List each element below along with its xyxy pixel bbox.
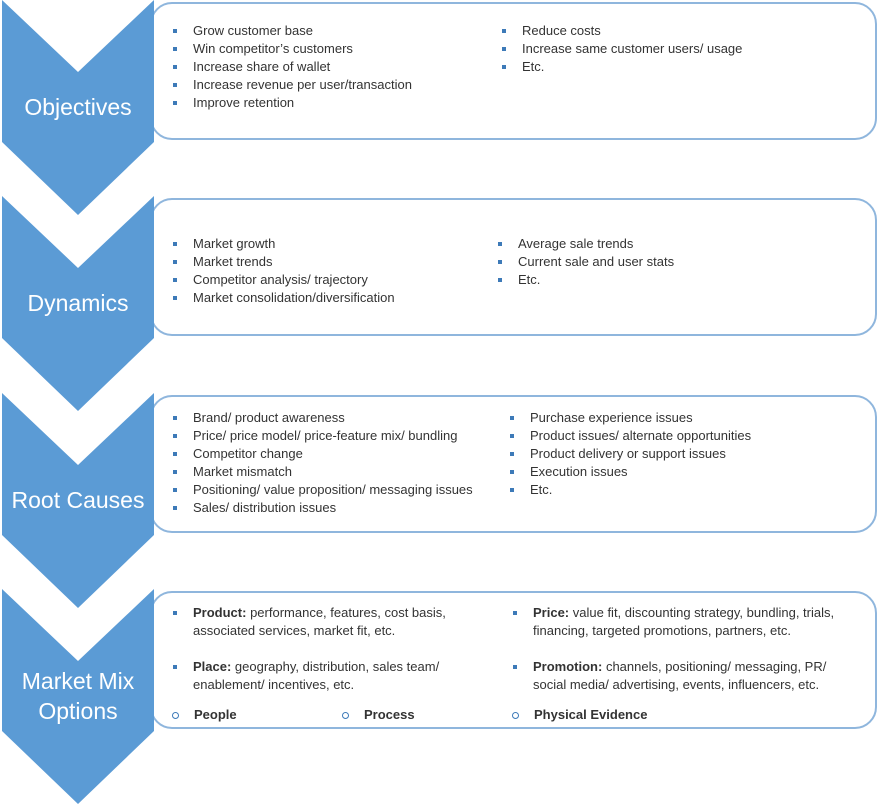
place-term: Place: bbox=[193, 659, 232, 674]
list-item: Market trends bbox=[171, 253, 395, 271]
place-line1: geography, distribution, sales team/ bbox=[231, 659, 440, 674]
list-item: Etc. bbox=[500, 58, 742, 76]
product-term: Product: bbox=[193, 605, 247, 620]
price-item: Price: value fit, discounting strategy, … bbox=[511, 604, 871, 640]
promotion-term: Promotion: bbox=[533, 659, 603, 674]
promotion-item: Promotion: channels, positioning/ messag… bbox=[511, 658, 871, 694]
objectives-chevron bbox=[2, 0, 154, 215]
list-item: Product issues/ alternate opportunities bbox=[508, 427, 751, 445]
list-item: Etc. bbox=[496, 271, 674, 289]
list-item: Product delivery or support issues bbox=[508, 445, 751, 463]
bullet-icon bbox=[513, 665, 517, 669]
dynamics-chevron bbox=[2, 196, 154, 411]
bullet-icon bbox=[173, 611, 177, 615]
root-causes-list-left: Brand/ product awareness Price/ price mo… bbox=[171, 409, 473, 517]
market-mix-label: Market Mix Options bbox=[2, 666, 154, 726]
physical-evidence-label: Physical Evidence bbox=[534, 707, 648, 722]
product-line2: associated services, market fit, etc. bbox=[193, 623, 396, 638]
circle-bullet-icon bbox=[512, 712, 519, 719]
root-causes-list-right: Purchase experience issues Product issue… bbox=[508, 409, 751, 499]
objectives-box bbox=[150, 2, 877, 140]
list-item: Brand/ product awareness bbox=[171, 409, 473, 427]
circle-bullet-icon bbox=[172, 712, 179, 719]
bullet-icon bbox=[513, 611, 517, 615]
price-line1: value fit, discounting strategy, bundlin… bbox=[569, 605, 835, 620]
list-item: Etc. bbox=[508, 481, 751, 499]
market-mix-label-line2: Options bbox=[38, 698, 118, 724]
product-item: Product: performance, features, cost bas… bbox=[171, 604, 491, 640]
bullet-icon bbox=[173, 665, 177, 669]
physical-evidence-item: Physical Evidence bbox=[512, 706, 647, 724]
list-item: Reduce costs bbox=[500, 22, 742, 40]
list-item: Win competitor’s customers bbox=[171, 40, 412, 58]
product-line1: performance, features, cost basis, bbox=[246, 605, 446, 620]
list-item: Increase same customer users/ usage bbox=[500, 40, 742, 58]
objectives-list-right: Reduce costs Increase same customer user… bbox=[500, 22, 742, 76]
market-mix-chevron bbox=[2, 589, 154, 804]
price-term: Price: bbox=[533, 605, 570, 620]
list-item: Average sale trends bbox=[496, 235, 674, 253]
list-item: Market growth bbox=[171, 235, 395, 253]
objectives-label: Objectives bbox=[24, 94, 132, 120]
list-item: Improve retention bbox=[171, 94, 412, 112]
list-item: Market consolidation/diversification bbox=[171, 289, 395, 307]
root-causes-chevron bbox=[2, 393, 154, 608]
price-line2: financing, targeted promotions, partners… bbox=[533, 623, 791, 638]
list-item: Competitor analysis/ trajectory bbox=[171, 271, 395, 289]
promotion-line2: social media/ advertising, events, influ… bbox=[533, 677, 820, 692]
list-item: Current sale and user stats bbox=[496, 253, 674, 271]
dynamics-box bbox=[150, 198, 877, 336]
list-item: Market mismatch bbox=[171, 463, 473, 481]
list-item: Price/ price model/ price-feature mix/ b… bbox=[171, 427, 473, 445]
dynamics-list-left: Market growth Market trends Competitor a… bbox=[171, 235, 395, 307]
dynamics-label: Dynamics bbox=[27, 290, 129, 316]
place-item: Place: geography, distribution, sales te… bbox=[171, 658, 491, 694]
list-item: Increase share of wallet bbox=[171, 58, 412, 76]
dynamics-list-right: Average sale trends Current sale and use… bbox=[496, 235, 674, 289]
list-item: Purchase experience issues bbox=[508, 409, 751, 427]
place-line2: enablement/ incentives, etc. bbox=[193, 677, 355, 692]
circle-bullet-icon bbox=[342, 712, 349, 719]
process-item: Process bbox=[342, 706, 415, 724]
root-causes-label: Root Causes bbox=[11, 487, 145, 513]
people-item: People bbox=[172, 706, 237, 724]
list-item: Execution issues bbox=[508, 463, 751, 481]
objectives-list-left: Grow customer base Win competitor’s cust… bbox=[171, 22, 412, 112]
list-item: Positioning/ value proposition/ messagin… bbox=[171, 481, 473, 499]
promotion-line1: channels, positioning/ messaging, PR/ bbox=[602, 659, 827, 674]
market-mix-label-line1: Market Mix bbox=[21, 668, 135, 694]
list-item: Grow customer base bbox=[171, 22, 412, 40]
list-item: Increase revenue per user/transaction bbox=[171, 76, 412, 94]
list-item: Competitor change bbox=[171, 445, 473, 463]
list-item: Sales/ distribution issues bbox=[171, 499, 473, 517]
process-label: Process bbox=[364, 707, 415, 722]
people-label: People bbox=[194, 707, 237, 722]
